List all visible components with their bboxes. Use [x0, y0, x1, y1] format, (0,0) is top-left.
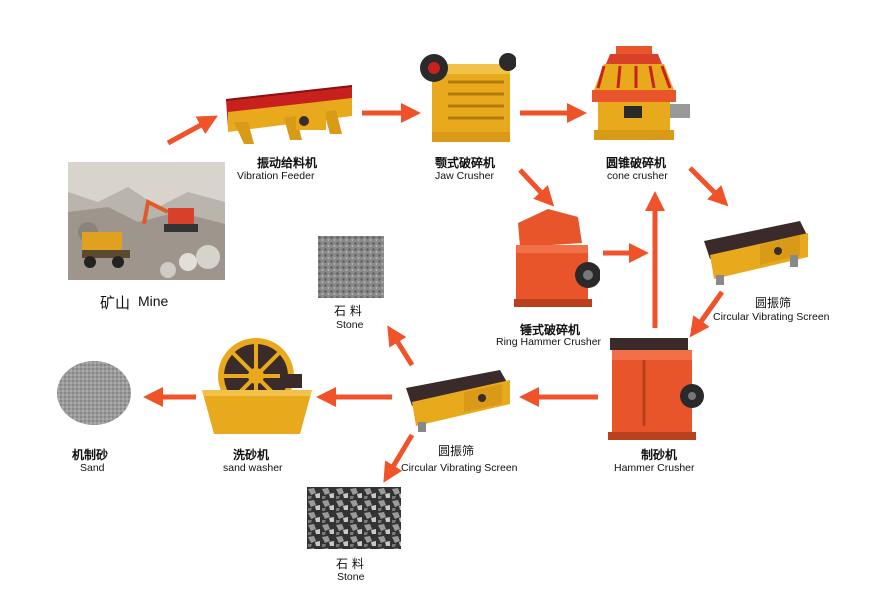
- arrow-jaw-to-ring: [518, 168, 555, 207]
- cone-crusher-image: [592, 46, 690, 140]
- circular-screen-center-label-en: Circular Vibrating Screen: [401, 462, 518, 474]
- stone-bottom-image: [307, 487, 401, 549]
- stone-bottom-label-en: Stone: [337, 571, 365, 583]
- stone-top-label-en: Stone: [336, 319, 364, 331]
- stone-top-label-cn: 石 料: [334, 304, 362, 318]
- hammer-crusher-label-en: Hammer Crusher: [614, 462, 695, 474]
- vibration-feeder-label-cn: 振动给料机: [257, 156, 318, 170]
- circular-screen-center-image: [406, 370, 510, 432]
- cone-crusher-label-cn: 圆锥破碎机: [606, 156, 667, 170]
- arrow-screen-to-stone-top: [387, 325, 415, 367]
- sand-image: [57, 361, 131, 425]
- ring-hammer-crusher-label-en: Ring Hammer Crusher: [496, 336, 602, 348]
- jaw-crusher-label-en: Jaw Crusher: [435, 170, 494, 182]
- stone-bottom-label-cn: 石 料: [336, 557, 364, 571]
- stone-top-image: [318, 236, 384, 298]
- arrow-screen-to-hammer: [689, 290, 725, 338]
- jaw-crusher-label-cn: 颚式破碎机: [435, 156, 496, 170]
- arrow-cone-to-screen: [688, 166, 729, 207]
- ring-hammer-crusher-image: [514, 209, 600, 307]
- sand-label-cn: 机制砂: [72, 448, 109, 462]
- arrow-screen-to-stone-bottom: [383, 433, 415, 483]
- circular-screen-right-label-cn: 圆振筛: [755, 296, 792, 310]
- sand-washer-image: [202, 338, 312, 434]
- sand-washer-label-cn: 洗砂机: [233, 448, 270, 462]
- jaw-crusher-image: [420, 53, 516, 142]
- mine-label-cn: 矿山: [100, 294, 131, 312]
- mine-image: [68, 162, 225, 280]
- cone-crusher-label-en: cone crusher: [607, 170, 668, 182]
- mine-label-en: Mine: [138, 293, 169, 309]
- vibration-feeder-image: [225, 85, 353, 144]
- ring-hammer-crusher-label-cn: 锤式破碎机: [520, 323, 581, 337]
- circular-screen-right-label-en: Circular Vibrating Screen: [713, 311, 830, 323]
- hammer-crusher-image: [608, 338, 704, 440]
- sand-label-en: Sand: [80, 462, 105, 474]
- circular-screen-center-label-cn: 圆振筛: [438, 444, 475, 458]
- vibration-feeder-label-en: Vibration Feeder: [237, 170, 315, 182]
- hammer-crusher-label-cn: 制砂机: [641, 448, 678, 462]
- arrow-mine-to-feeder: [166, 115, 218, 146]
- circular-screen-right-image: [704, 221, 808, 285]
- sand-washer-label-en: sand washer: [223, 462, 283, 474]
